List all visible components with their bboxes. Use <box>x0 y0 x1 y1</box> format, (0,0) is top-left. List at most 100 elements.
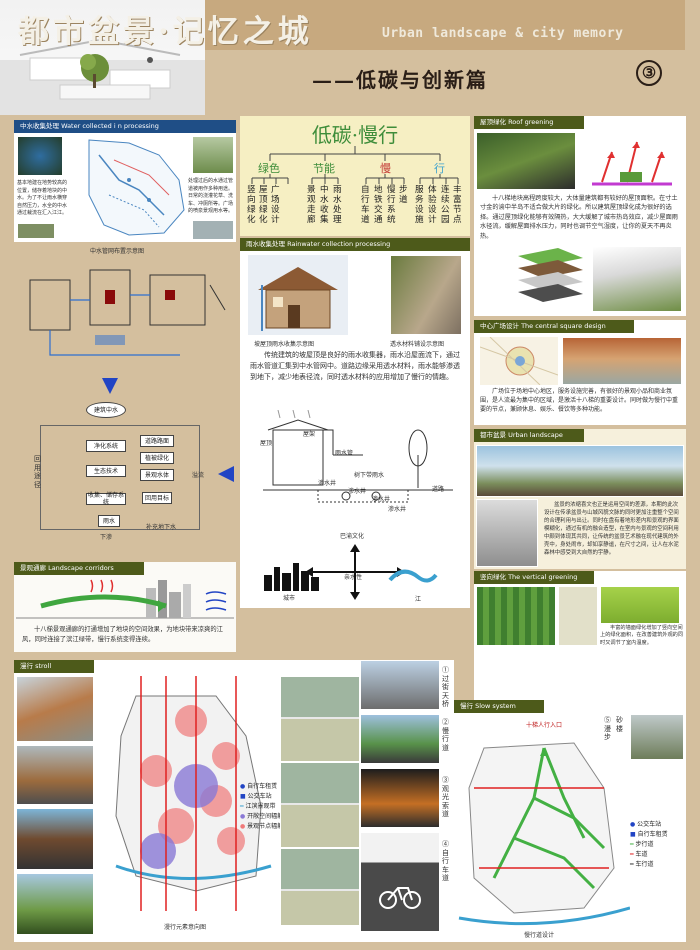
roof-garden-photo <box>476 132 576 190</box>
flow-box-road: 道路路面 <box>140 435 174 447</box>
legend-item: 车行道 <box>635 861 654 868</box>
tree-leaf: 竖向绿化 <box>247 185 256 225</box>
roof-planter-photo <box>592 246 682 312</box>
legend-item: 开敞空间辐射 <box>247 813 284 820</box>
slow-label-top: ⑤漫步 <box>604 716 611 741</box>
rain-label-well: 渗水井 <box>318 480 337 487</box>
vertical-text: 丰富的墙面绿化增加了竖向空间上的绿化面积，在改善建筑外观的同时又调节了室内温度。 <box>600 625 684 646</box>
tree-leaf: 步道 <box>399 185 408 205</box>
photo-label-slow-lane: ②慢行道 <box>442 718 449 752</box>
flow-left-label: 回用途径 <box>34 455 41 489</box>
square-heading: 中心广场设计 The central square design <box>474 320 634 333</box>
green-window-photo <box>600 586 680 624</box>
legend-item: 自行车租赁 <box>247 783 278 790</box>
square-render-photo <box>562 337 682 385</box>
legend-item: 景观节点辐射 <box>247 823 284 830</box>
tree-leaf: 屋顶绿化 <box>259 185 268 225</box>
cross-left: 城市 <box>283 595 296 602</box>
flow-box-purify: 净化系统 <box>86 440 126 452</box>
page-title: 都市盆景·记忆之城 <box>18 14 313 50</box>
tree-leaf: 自行车道 <box>361 185 370 225</box>
flow-top-node: 建筑中水 <box>86 402 126 418</box>
flow-diagram-frame <box>40 425 200 530</box>
tree-leaf: 连续公园 <box>441 185 450 225</box>
slow-system-heading: 慢行 Slow system <box>454 700 544 713</box>
flow-groundwater-label: 补充地下水 <box>146 524 177 531</box>
photo-slow-lane <box>360 714 440 764</box>
tree-node-energy: 节能 <box>313 162 335 175</box>
legend-item: 步行道 <box>635 841 654 848</box>
tree-node-slow: 慢 <box>380 162 391 175</box>
slow-caption: 慢行道设计 <box>524 932 555 939</box>
tree-leaf: 慢行系统 <box>387 185 396 225</box>
roof-collection-illustration <box>248 255 348 335</box>
stroll-map <box>115 676 272 911</box>
water-network-map <box>88 139 185 236</box>
rainwater-caption-roof: 坡屋顶雨水收集示意图 <box>254 341 315 348</box>
page-subtitle: ——低碳与创新篇 <box>312 68 488 92</box>
legend-item: 江滨景观带 <box>245 803 276 810</box>
tree-root: 低碳·慢行 <box>311 123 399 147</box>
photo-label-bike-lane: ④自行车道 <box>442 840 449 882</box>
cross-mid: 亲水性 <box>344 574 363 581</box>
urban-panel: 都市盆景 Urban landscape 盆景的浓缩喜文也正是运用空间的差源，本… <box>474 429 686 569</box>
vertical-panel-lower <box>474 656 686 700</box>
vertical-heading: 竖向绿化 The vertical greening <box>474 571 594 584</box>
square-text: 广场位于场地中心地区，服务设施完善，有很好的景观小品和商业氛围，是人流最为集中的… <box>480 388 679 413</box>
flow-left-arrow <box>218 466 234 482</box>
fountain-photo <box>192 136 234 174</box>
vertical-panel: 竖向绿化 The vertical greening 丰富的墙面绿化增加了竖向空… <box>474 571 686 656</box>
stroll-legend: ● 自行车租赁 ■ 公交车站 ━ 江滨景观带 ● 开敞空间辐射 ● 景观节点辐射 <box>240 783 284 830</box>
slow-system-map <box>458 742 630 926</box>
tree-leaf: 体验设计 <box>428 185 437 225</box>
roof-greening-text: 十八梯地块高程跨度较大，大体量建筑都有较好的屋顶面积。在寸土寸金的渝中半岛不适合… <box>480 195 678 240</box>
rain-label-frame: 屋架 <box>303 431 316 438</box>
flow-box-waterbody: 景观水体 <box>140 469 174 481</box>
rain-label-well: 渗水井 <box>372 496 391 503</box>
cross-top: 巴渝文化 <box>340 533 365 540</box>
tree-leaf: 广场设计 <box>271 185 280 225</box>
tree-node-walk: 行 <box>434 162 445 175</box>
slow-photo-top <box>630 714 684 760</box>
tree-leaf: 服务设施 <box>415 185 424 225</box>
plaza-photo <box>192 220 234 240</box>
urban-text: 盆景的浓缩喜文也正是运用空间的差源，本期的此次设计在传承盆景与山城风貌文脉的同时… <box>544 502 679 556</box>
water-recycle-heading: 中水收集处理 Water collected i n processing <box>14 120 236 133</box>
roof-layer-diagram <box>518 248 583 302</box>
photo-bike-lane <box>360 832 440 932</box>
water-section-diagram <box>29 269 226 356</box>
photo-label-overpass: ①过街天桥 <box>442 666 449 708</box>
corridor-illustration <box>16 579 234 619</box>
urban-street-photo <box>476 499 538 567</box>
corridor-panel: 景观通廊 Landscape corridors 十八梯景观通廊的打通增加了地块… <box>14 562 236 652</box>
rain-label-tree: 树下带雨水 <box>354 472 385 479</box>
photo-overpass <box>360 660 440 710</box>
green-wall-photo-1 <box>476 586 556 646</box>
tree-leaf: 丰富节点 <box>453 185 462 225</box>
rain-label-road: 道路 <box>432 486 445 493</box>
stroll-heading: 漫行 stroll <box>14 660 94 673</box>
square-panel: 中心广场设计 The central square design 广场位于场地中… <box>474 320 686 425</box>
city-skyline <box>264 563 319 591</box>
tree-leaf: 中水收集 <box>320 185 329 225</box>
cross-arrows <box>305 544 405 600</box>
urban-heading: 都市盆景 Urban landscape <box>474 429 584 442</box>
legend-item: 车道 <box>635 851 648 858</box>
center-photo-strip: ①过街天桥 ②慢行道 ③观光索道 ④自行车道 <box>360 660 454 942</box>
rainwater-panel: 雨水收集处理 Rainwater collection processing 坡… <box>240 238 470 608</box>
slow-label-top2: 砂楼 <box>616 716 623 733</box>
rainwater-text: 传统建筑的坡屋顶是良好的雨水收集器，雨水沿屋面流下，通过雨水管道汇集到中水管网中… <box>250 351 460 381</box>
flow-box-eco: 生态技术 <box>86 465 126 477</box>
water-recycle-left-text: 基本地建在地势较高的位置，储存着地块的中水。为了不让雨水横穿自然压力，水全的中水… <box>17 180 68 216</box>
photo-label-cable-car: ③观光索道 <box>442 776 449 818</box>
concept-tree-panel: 低碳·慢行 绿色 节能 慢 行 竖向绿化 屋顶绿化 广场设计 景观走廊 中水收集… <box>240 116 470 236</box>
bike-icon <box>379 887 421 909</box>
header-building-illustration <box>0 38 205 115</box>
stroll-photo-pavilion <box>16 808 94 870</box>
page-number: ③ <box>636 60 662 86</box>
tree-leaf: 雨水处理 <box>333 185 342 225</box>
pond-photo <box>17 136 63 176</box>
tree-node-green: 绿色 <box>258 162 280 175</box>
corridor-heading: 景观通廊 Landscape corridors <box>14 562 144 575</box>
flow-infiltrate-label: 下渗 <box>100 534 113 541</box>
